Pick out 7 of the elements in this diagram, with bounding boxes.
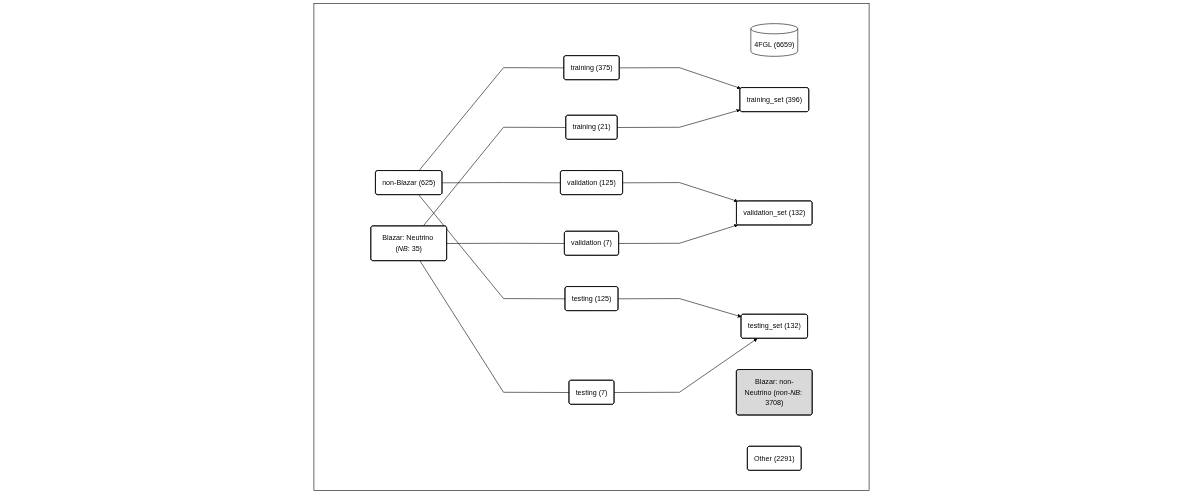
- connector: [422, 126, 567, 227]
- connector: [418, 67, 565, 172]
- connector: [419, 260, 570, 393]
- connector: [441, 182, 561, 184]
- connector: [446, 243, 565, 244]
- cluster: [313, 3, 870, 491]
- connector: [418, 194, 566, 300]
